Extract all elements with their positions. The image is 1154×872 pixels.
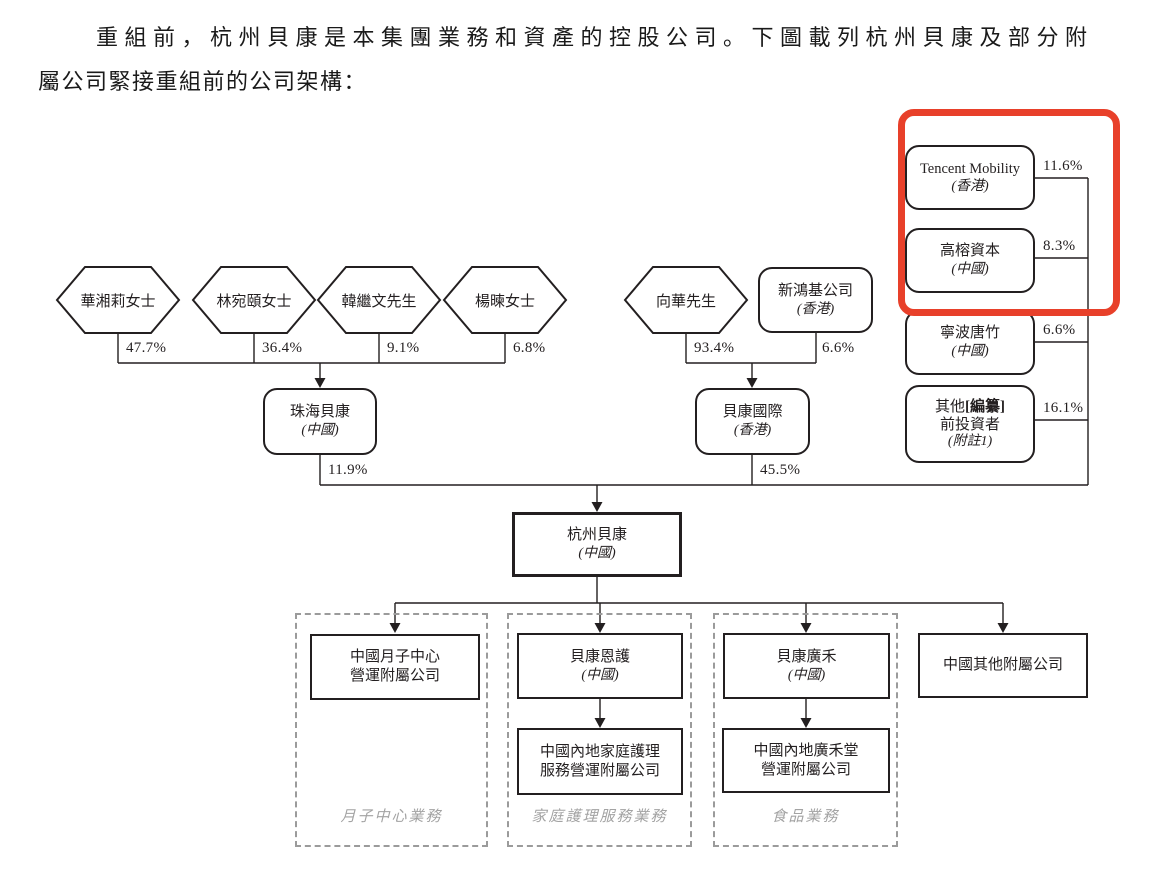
segment-label-food: 食品業務: [771, 809, 840, 825]
node-beikang-guanghe: 貝康廣禾 (中國): [723, 633, 890, 699]
segment-label-yuezi: 月子中心業務: [340, 809, 443, 825]
pct-lin: 36.4%: [262, 340, 303, 356]
pct-gaorong: 8.3%: [1043, 238, 1076, 254]
shareholder-yang: 楊暕女士: [474, 293, 535, 310]
pct-tencent: 11.6%: [1043, 158, 1083, 174]
node-zhuhai-beikang: 珠海貝康 (中國): [263, 388, 377, 455]
node-gaorong-capital: 高榕資本 (中國): [905, 228, 1035, 293]
pct-zhuhai: 11.9%: [328, 462, 368, 478]
node-beikang-international: 貝康國際 (香港): [695, 388, 810, 455]
intro-paragraph-line-1: 重組前，杭州貝康是本集團業務和資產的控股公司。下圖載列杭州貝康及部分附: [96, 25, 1094, 50]
shareholder-xiang: 向華先生: [655, 293, 716, 310]
pct-xiang: 93.4%: [694, 340, 735, 356]
node-yuezi-center-ops: 中國月子中心 營運附屬公司: [310, 634, 480, 700]
pct-han: 9.1%: [387, 340, 420, 356]
pct-other-investors: 16.1%: [1043, 400, 1084, 416]
pct-yang: 6.8%: [513, 340, 546, 356]
intro-paragraph-line-2: 屬公司緊接重組前的公司架構：: [38, 69, 368, 94]
node-ningbo-tangzhu: 寧波唐竹 (中國): [905, 310, 1035, 375]
pct-ningbo: 6.6%: [1043, 322, 1076, 338]
pct-hua: 47.7%: [126, 340, 167, 356]
shareholder-lin: 林宛頤女士: [216, 293, 292, 310]
segment-label-homecare: 家庭護理服務業務: [531, 809, 668, 825]
shareholder-han: 韓繼文先生: [341, 293, 417, 310]
node-beikang-enhu: 貝康恩護 (中國): [517, 633, 683, 699]
node-tencent-mobility: Tencent Mobility (香港): [905, 145, 1035, 210]
node-sun-hung-kai: 新鴻基公司 (香港): [758, 267, 873, 333]
node-hangzhou-beikang: 杭州貝康 (中國): [512, 512, 682, 577]
pct-beikang-intl: 45.5%: [760, 462, 801, 478]
node-other-pre-investors: 其他[編纂] 前投資者 (附註1): [905, 385, 1035, 463]
shareholder-hua: 華湘莉女士: [80, 293, 156, 310]
node-other-china-subsidiaries: 中國其他附屬公司: [918, 633, 1088, 698]
pct-sunhungkai: 6.6%: [822, 340, 855, 356]
segment-box-yuezi: [295, 613, 488, 847]
node-homecare-service-ops: 中國內地家庭護理 服務營運附屬公司: [517, 728, 683, 795]
node-guanghetang-ops: 中國內地廣禾堂 營運附屬公司: [722, 728, 890, 793]
